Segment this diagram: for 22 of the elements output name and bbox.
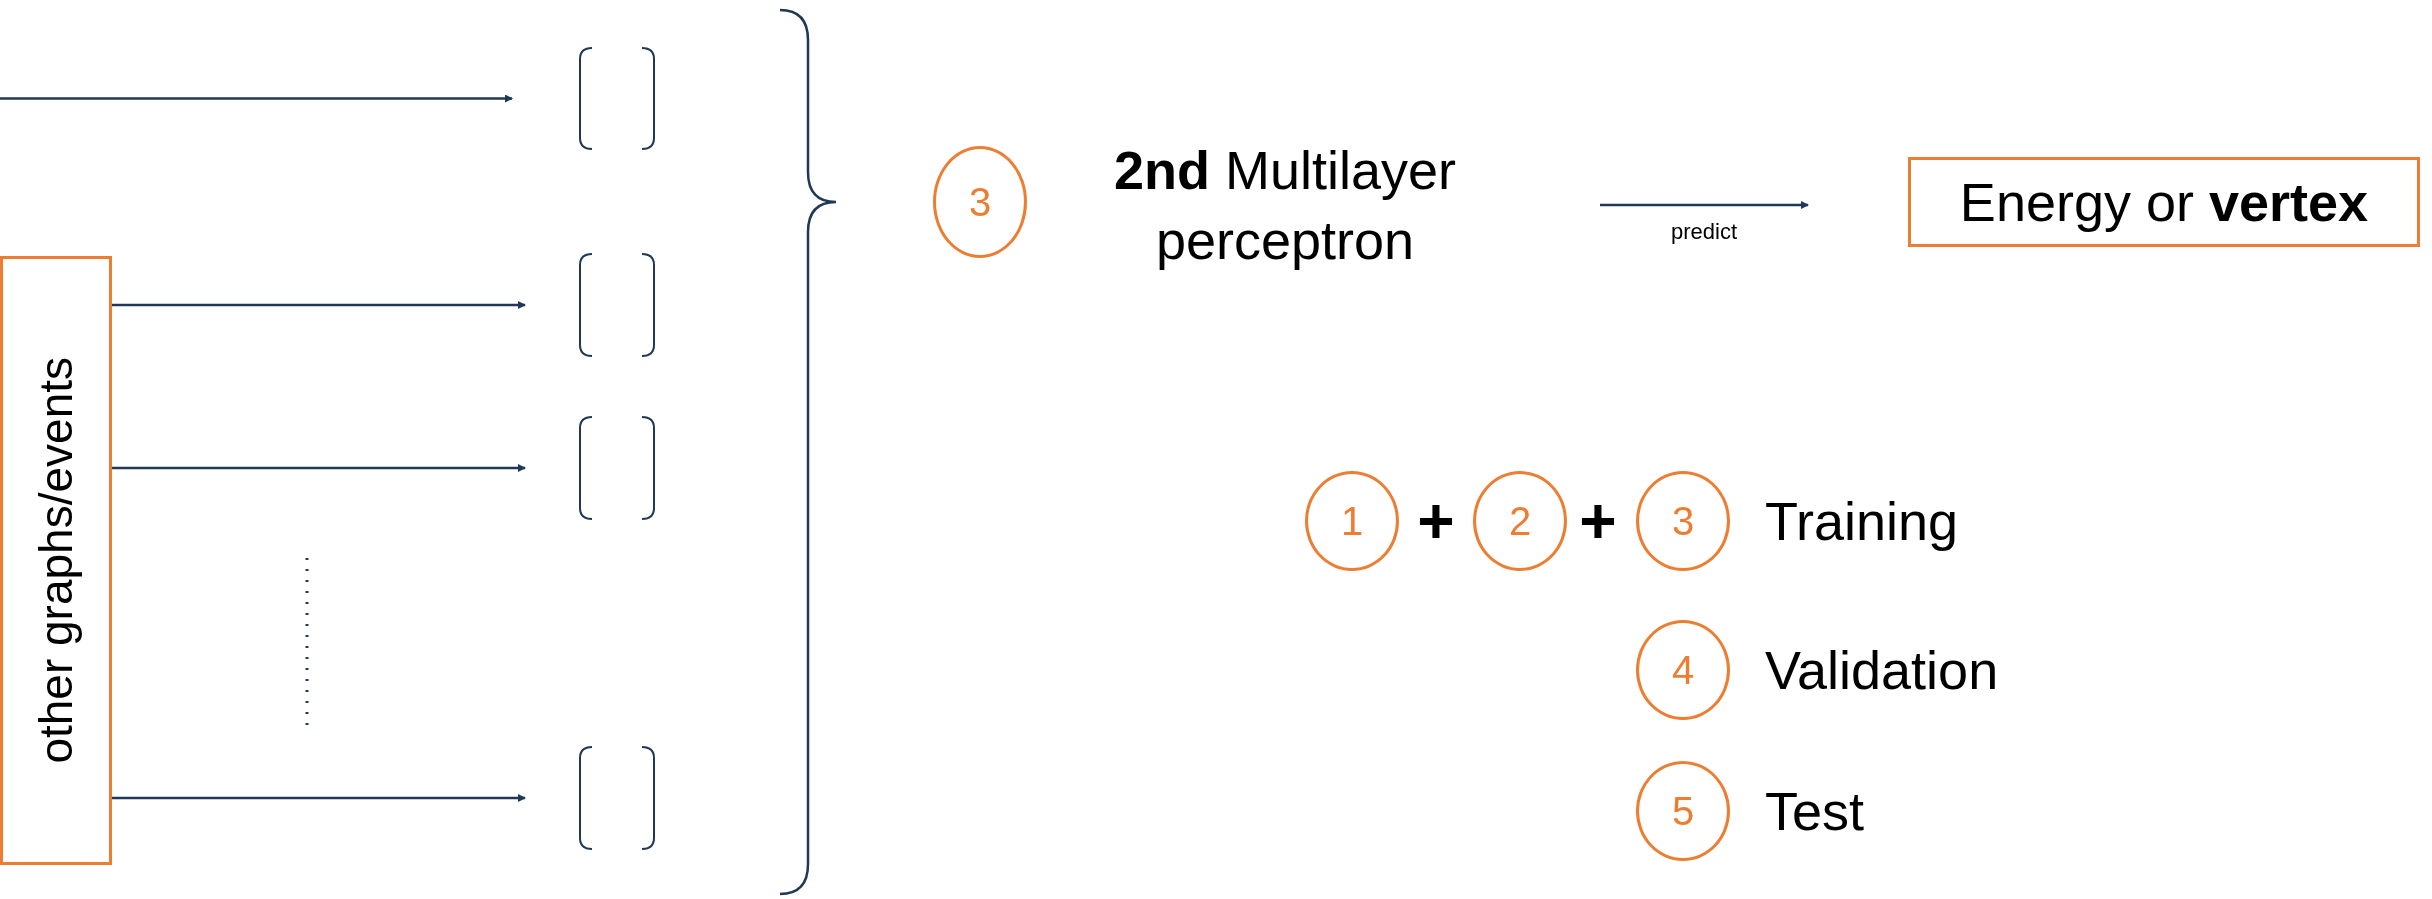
step-label: Validation bbox=[1765, 643, 1999, 697]
step-number-circle: 2 bbox=[1473, 471, 1567, 571]
empty-bracket-pair bbox=[578, 746, 656, 850]
empty-bracket-pair bbox=[578, 47, 656, 150]
model-label: 2nd Multilayer perceptron bbox=[1070, 140, 1500, 270]
plus-sign: + bbox=[1417, 489, 1455, 553]
step-number-circle: 3 bbox=[933, 146, 1027, 258]
step-number-circle: 5 bbox=[1636, 761, 1730, 861]
step-label: Test bbox=[1765, 784, 1865, 838]
vertical-label-box bbox=[0, 256, 112, 865]
arrow bbox=[0, 94, 513, 103]
arrow bbox=[112, 464, 526, 472]
step-number-circle: 1 bbox=[1305, 471, 1399, 571]
empty-bracket-pair bbox=[578, 416, 656, 520]
arrow bbox=[112, 794, 526, 802]
step-number-circle: 4 bbox=[1636, 620, 1730, 720]
arrow bbox=[112, 301, 526, 309]
step-number-circle: 3 bbox=[1636, 471, 1730, 571]
output-box: Energy or vertex bbox=[1908, 157, 2420, 247]
arrow bbox=[1600, 201, 1809, 209]
plus-sign: + bbox=[1579, 489, 1617, 553]
empty-bracket-pair bbox=[578, 253, 656, 357]
